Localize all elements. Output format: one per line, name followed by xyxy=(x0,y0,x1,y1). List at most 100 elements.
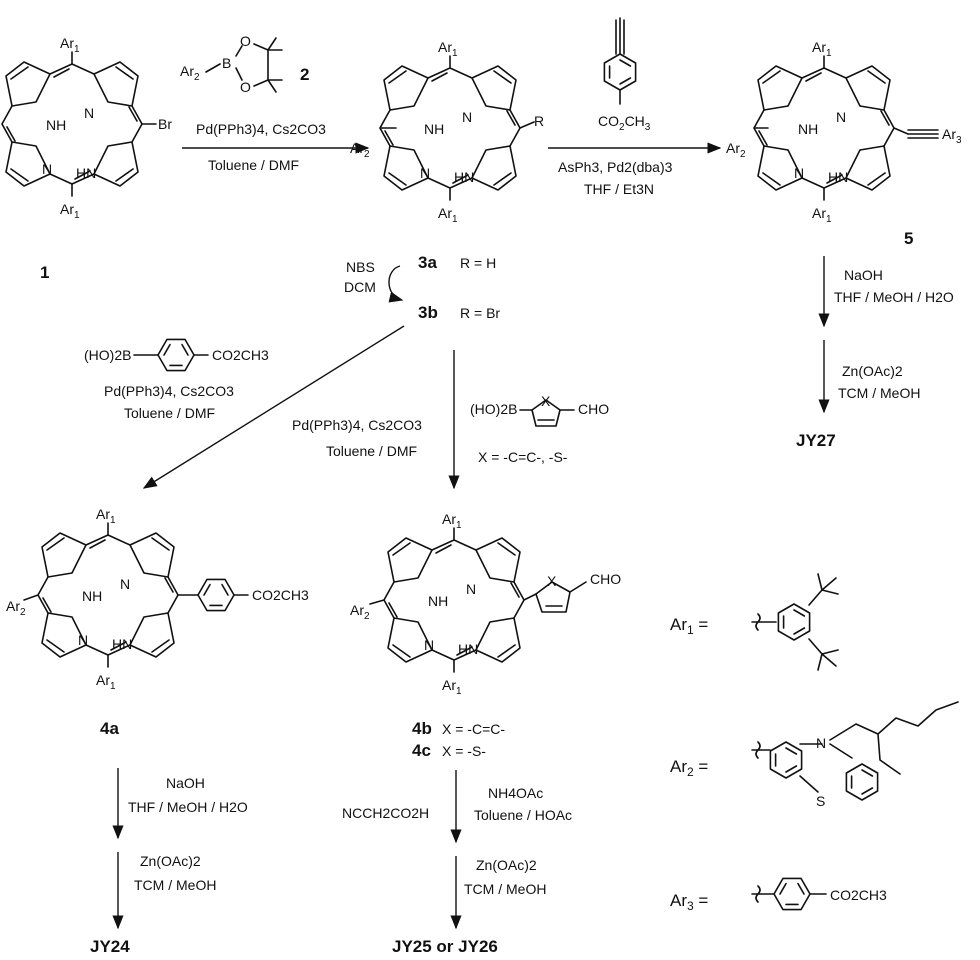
cond-step2-solv: THF / Et3N xyxy=(584,181,654,197)
compound-5: NH N N HN Ar1 Ar1 Ar2 Ar3 xyxy=(726,39,962,225)
atom-n: N xyxy=(120,576,130,592)
ar2-label: Ar2 xyxy=(350,602,370,622)
atom-n: N xyxy=(420,165,430,181)
atom-hn: HN xyxy=(454,169,474,185)
atom-n: N xyxy=(462,109,472,125)
cond-mid-cat: Pd(PPh3)4, Cs2CO3 xyxy=(292,417,422,433)
cond-tol-hoac: Toluene / HOAc xyxy=(474,807,572,823)
ar1-label: Ar1 xyxy=(812,205,832,225)
cond-tcm-meoh: TCM / MeOH xyxy=(464,881,546,897)
compound-4bc: NH N N HN Ar1 Ar1 Ar2 X CHO xyxy=(350,511,621,697)
cond-mid-solv: Toluene / DMF xyxy=(326,443,417,459)
ar1-label: Ar1 xyxy=(60,35,80,55)
atom-n: N xyxy=(84,105,94,121)
compound-3: NH N N HN Ar1 Ar1 Ar2 R xyxy=(350,39,544,225)
ar1-label: Ar1 xyxy=(96,506,116,526)
co2ch3-label: CO2CH3 xyxy=(830,887,887,903)
ar1-label: Ar1 xyxy=(438,205,458,225)
reagent-heteroaryl-boronic: (HO)2B X CHO xyxy=(470,393,609,427)
legend-ar3: Ar3 = CO2CH3 xyxy=(670,877,887,913)
compound-4b-label: 4b xyxy=(412,719,432,738)
ar1-label: Ar1 xyxy=(442,677,462,697)
ar1-label: Ar1 xyxy=(60,201,80,221)
atom-b: B xyxy=(222,55,231,71)
ar1-label: Ar1 xyxy=(96,672,116,692)
cond-tcm-meoh: TCM / MeOH xyxy=(134,877,216,893)
atom-n: N xyxy=(794,165,804,181)
ar3-equals: Ar3 = xyxy=(670,891,708,913)
cond-step1-cat: Pd(PPh3)4, Cs2CO3 xyxy=(196,121,326,137)
atom-o: O xyxy=(240,79,251,95)
cho-label: CHO xyxy=(590,571,621,587)
cond-nh4oac: NH4OAc xyxy=(488,785,543,801)
atom-hn: HN xyxy=(828,169,848,185)
cond-nbs: NBS xyxy=(346,259,375,275)
arrow-bromination xyxy=(388,265,404,303)
cond-naoh: NaOH xyxy=(844,267,883,283)
legend-ar2: Ar2 = N S xyxy=(670,701,959,809)
ar2-label: Ar2 xyxy=(350,140,370,160)
compound-4a: NH N N HN Ar1 Ar1 Ar2 CO2CH3 xyxy=(6,506,309,692)
product-jy27: JY27 xyxy=(796,431,836,450)
atom-hn: HN xyxy=(76,165,96,181)
boronic-label: (HO)2B xyxy=(470,401,517,417)
compound-2-label: 2 xyxy=(300,65,309,84)
co2ch3-label: CO2CH3 xyxy=(252,587,309,603)
atom-hn: HN xyxy=(112,636,132,652)
cond-tcm-meoh: TCM / MeOH xyxy=(838,385,920,401)
atom-nh: NH xyxy=(798,121,818,137)
cond-naoh: NaOH xyxy=(166,775,205,791)
product-jy24: JY24 xyxy=(90,937,130,956)
ar2-label: Ar2 xyxy=(726,140,746,160)
cond-thf-meoh-h2o: THF / MeOH / H2O xyxy=(128,799,248,815)
compound-3a-r: R = H xyxy=(460,255,496,271)
cond-dcm: DCM xyxy=(344,279,376,295)
compound-3b-r: R = Br xyxy=(460,305,500,321)
atom-n: N xyxy=(466,581,476,597)
cond-zn: Zn(OAc)2 xyxy=(842,363,903,379)
reagent-2: Ar2 B O O 2 xyxy=(180,33,309,95)
boronic-label: (HO)2B xyxy=(84,347,131,363)
reagent-boronic-benzoate: (HO)2B CO2CH3 xyxy=(84,338,269,372)
cond-zn: Zn(OAc)2 xyxy=(476,857,537,873)
ar2-label: Ar2 xyxy=(6,598,26,618)
ar1-equals: Ar1 = xyxy=(670,615,708,637)
compound-3b-label: 3b xyxy=(418,303,438,322)
ar1-label: Ar1 xyxy=(438,39,458,59)
cond-step2-cat: AsPh3, Pd2(dba)3 xyxy=(558,159,673,175)
compound-4a-label: 4a xyxy=(100,719,119,738)
atom-nh: NH xyxy=(82,588,102,604)
atom-nh: NH xyxy=(428,593,448,609)
product-jy25-jy26: JY25 or JY26 xyxy=(392,937,498,956)
atom-x: X xyxy=(541,393,551,409)
atom-nh: NH xyxy=(46,117,66,133)
reagent-ethynylbenzoate: CO2CH3 xyxy=(598,17,651,133)
cond-left-cat: Pd(PPh3)4, Cs2CO3 xyxy=(104,383,234,399)
ar2-equals: Ar2 = xyxy=(670,757,708,779)
compound-5-label: 5 xyxy=(904,229,913,248)
atom-nh: NH xyxy=(424,121,444,137)
cond-left-solv: Toluene / DMF xyxy=(124,405,215,421)
atom-br: Br xyxy=(158,116,172,132)
atom-n: N xyxy=(424,637,434,653)
atom-x: X xyxy=(547,573,557,589)
atom-n: N xyxy=(78,632,88,648)
cho-label: CHO xyxy=(578,401,609,417)
cond-step1-solv: Toluene / DMF xyxy=(208,157,299,173)
cond-zn: Zn(OAc)2 xyxy=(140,853,201,869)
compound-4c-x: X = -S- xyxy=(442,743,486,759)
co2ch3-label: CO2CH3 xyxy=(212,347,269,363)
atom-n: N xyxy=(42,161,52,177)
atom-hn: HN xyxy=(458,641,478,657)
compound-4c-label: 4c xyxy=(412,741,431,760)
atom-n: N xyxy=(816,735,826,751)
ar1-label: Ar1 xyxy=(812,39,832,59)
ar3-label: Ar3 xyxy=(942,126,962,146)
cond-thf-meoh-h2o: THF / MeOH / H2O xyxy=(834,289,954,305)
cond-cyanoacetic: NCCH2CO2H xyxy=(342,805,429,821)
compound-4b-x: X = -C=C- xyxy=(442,721,505,737)
cond-x-def: X = -C=C-, -S- xyxy=(478,449,568,465)
arrow-3b-to-4a xyxy=(142,325,405,489)
compound-1-label: 1 xyxy=(40,263,49,282)
